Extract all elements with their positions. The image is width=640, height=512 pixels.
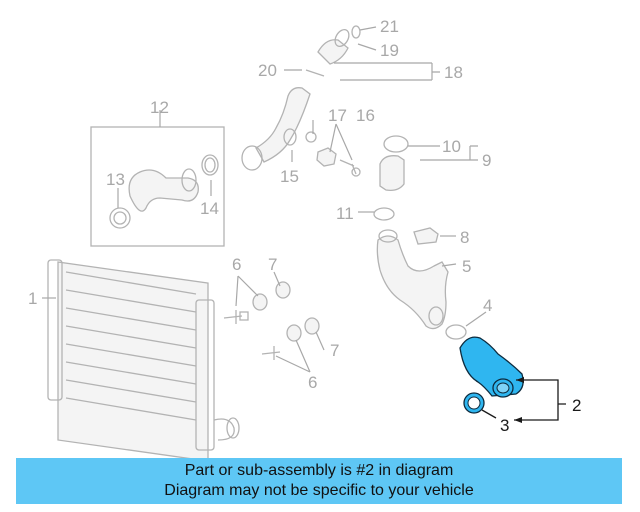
callout-13: 13 bbox=[106, 170, 125, 189]
pipe-18 bbox=[305, 25, 361, 77]
sensor-8 bbox=[413, 227, 439, 245]
callout-6-lower: 6 bbox=[308, 373, 317, 392]
callout-19: 19 bbox=[380, 41, 399, 60]
callout-10: 10 bbox=[442, 137, 461, 156]
callout-21: 21 bbox=[380, 17, 399, 36]
callout-9: 9 bbox=[482, 151, 491, 170]
fasteners-6-7-upper bbox=[223, 281, 291, 324]
callout-18: 18 bbox=[444, 63, 463, 82]
seal-14 bbox=[201, 154, 219, 176]
callout-15: 15 bbox=[280, 167, 299, 186]
hose-2-highlighted bbox=[459, 336, 524, 398]
callout-12: 12 bbox=[150, 98, 169, 117]
callout-3: 3 bbox=[500, 416, 509, 435]
callout-7-upper: 7 bbox=[268, 255, 277, 274]
callout-8: 8 bbox=[460, 228, 469, 247]
leader-lines-active bbox=[481, 377, 566, 423]
pipe-5 bbox=[376, 229, 449, 330]
seal-4 bbox=[445, 324, 467, 340]
callout-16: 16 bbox=[356, 106, 375, 125]
fasteners-16-17 bbox=[305, 131, 361, 177]
callout-11: 11 bbox=[336, 204, 354, 223]
intercooler bbox=[47, 259, 240, 462]
fasteners-6-7-lower bbox=[261, 317, 320, 360]
callout-6-upper: 6 bbox=[232, 255, 241, 274]
callout-1: 1 bbox=[28, 289, 37, 308]
callout-7-lower: 7 bbox=[330, 341, 339, 360]
clamp-3-highlighted bbox=[463, 392, 485, 414]
callout-14: 14 bbox=[200, 199, 219, 218]
pipe-15 bbox=[241, 87, 311, 171]
info-banner: Part or sub-assembly is #2 in diagram Di… bbox=[16, 458, 622, 504]
callout-4: 4 bbox=[483, 296, 492, 315]
clamp-11 bbox=[373, 207, 395, 221]
callout-5: 5 bbox=[462, 257, 471, 276]
assembly-box-12 bbox=[90, 126, 225, 247]
leader-lines bbox=[42, 26, 487, 373]
callout-2: 2 bbox=[572, 396, 581, 415]
callout-20: 20 bbox=[258, 61, 277, 80]
banner-line-1: Part or sub-assembly is #2 in diagram bbox=[184, 462, 454, 479]
banner-line-2: Diagram may not be specific to your vehi… bbox=[164, 482, 474, 499]
callout-17: 17 bbox=[328, 106, 347, 125]
sensor-10-9 bbox=[379, 135, 409, 192]
hose-13 bbox=[109, 168, 199, 229]
